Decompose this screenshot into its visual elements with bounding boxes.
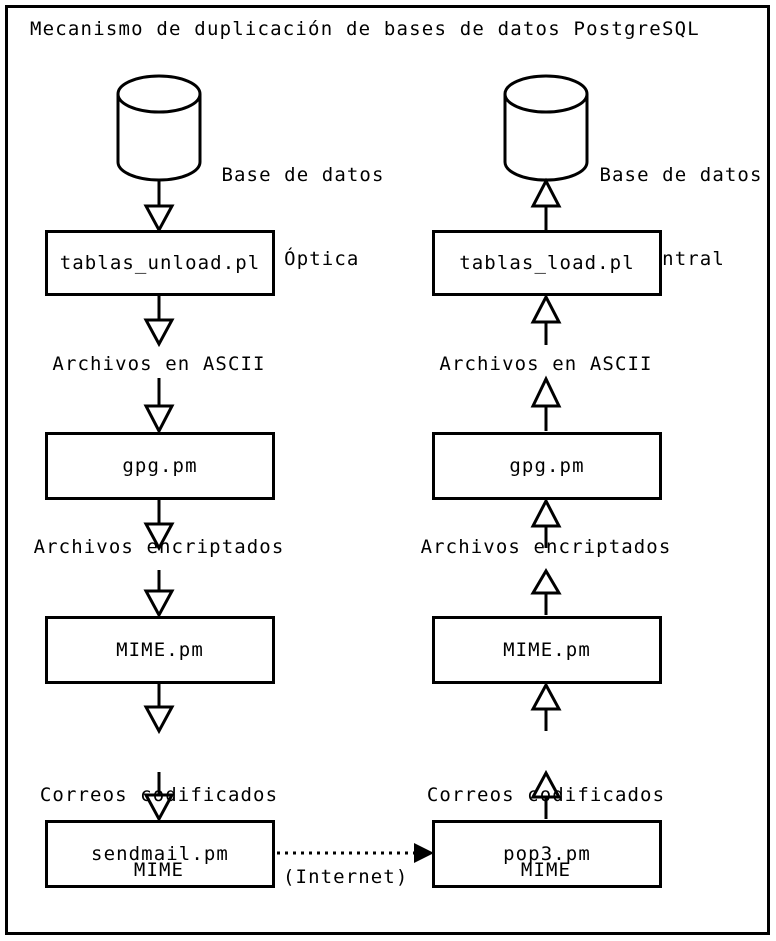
flow-label-correos-right-line2: MIME	[520, 859, 572, 881]
db-central-cylinder[interactable]	[505, 76, 587, 180]
diagram-border	[5, 5, 770, 935]
page-title: Mecanismo de duplicación de bases de dat…	[30, 18, 700, 40]
process-box-gpg-right[interactable]: gpg.pm	[432, 432, 662, 500]
flow-label-correos-left: Correos codificados MIME	[24, 733, 294, 933]
process-box-sendmail[interactable]: sendmail.pm	[45, 820, 275, 888]
internet-link-label: (Internet)	[283, 866, 409, 888]
db-optica-cylinder[interactable]	[118, 76, 200, 180]
process-box-pop3[interactable]: pop3.pm	[432, 820, 662, 888]
process-box-tablas-unload[interactable]: tablas_unload.pl	[45, 230, 275, 296]
flow-label-correos-right-line1: Correos codificados	[426, 784, 666, 806]
process-box-tablas-load[interactable]: tablas_load.pl	[432, 230, 662, 296]
flow-label-correos-left-line2: MIME	[133, 859, 185, 881]
db-central-label-line1: Base de datos	[599, 164, 763, 186]
process-box-mime-right[interactable]: MIME.pm	[432, 616, 662, 684]
flow-label-ascii-left: Archivos en ASCII	[52, 353, 266, 375]
process-box-mime-left[interactable]: MIME.pm	[45, 616, 275, 684]
flow-label-encriptados-right: Archivos encriptados	[420, 536, 672, 558]
flow-label-ascii-right: Archivos en ASCII	[439, 353, 653, 375]
flow-label-correos-right: Correos codificados MIME	[411, 733, 681, 933]
db-optica-label-line1: Base de datos	[221, 164, 385, 186]
flow-label-correos-left-line1: Correos codificados	[39, 784, 279, 806]
flow-label-encriptados-left: Archivos encriptados	[33, 536, 285, 558]
process-box-gpg-left[interactable]: gpg.pm	[45, 432, 275, 500]
